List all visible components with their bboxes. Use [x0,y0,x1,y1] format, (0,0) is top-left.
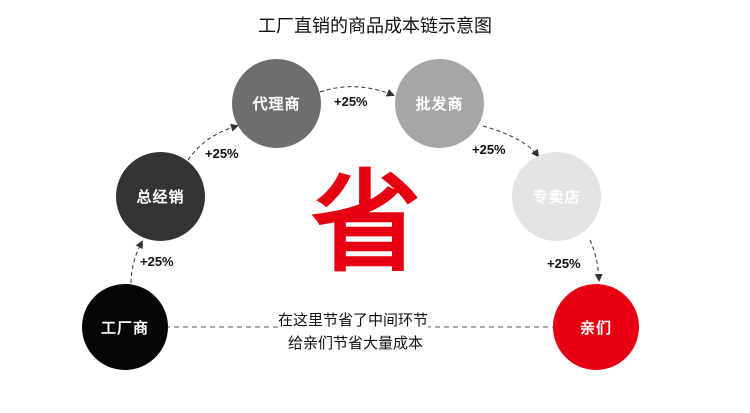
node-label: 总经销 [136,188,185,206]
markup-label: +25% [140,254,174,269]
diagram-title: 工厂直销的商品成本链示意图 [258,16,492,37]
markup-label: +25% [205,146,239,161]
markup-label: +25% [472,142,506,157]
markup-label: +25% [334,94,368,109]
arrow-wholesale-store [482,125,540,158]
node-label: 亲们 [579,318,612,337]
arrow-general-agent [187,123,239,161]
node-general-distributor: 总经销 [116,152,205,241]
arrow-factory-general [130,240,143,284]
node-label: 代理商 [252,95,301,113]
arrow-agent-wholesale [319,86,395,97]
note-line-1: 在这里节省了中间环节 [278,309,429,330]
node-label: 批发商 [415,95,464,113]
node-wholesaler: 批发商 [395,59,484,148]
arrow-store-you [589,239,603,282]
node-label: 专卖店 [532,188,581,206]
node-customer: 亲们 [553,284,639,370]
node-agent: 代理商 [232,59,321,148]
note-line-2: 给亲们节省大量成本 [288,332,424,353]
markup-label: +25% [547,256,581,271]
node-store: 专卖店 [512,152,601,241]
node-factory: 工厂商 [82,284,168,370]
node-label: 工厂商 [100,318,149,337]
save-character: 省 [311,159,421,287]
